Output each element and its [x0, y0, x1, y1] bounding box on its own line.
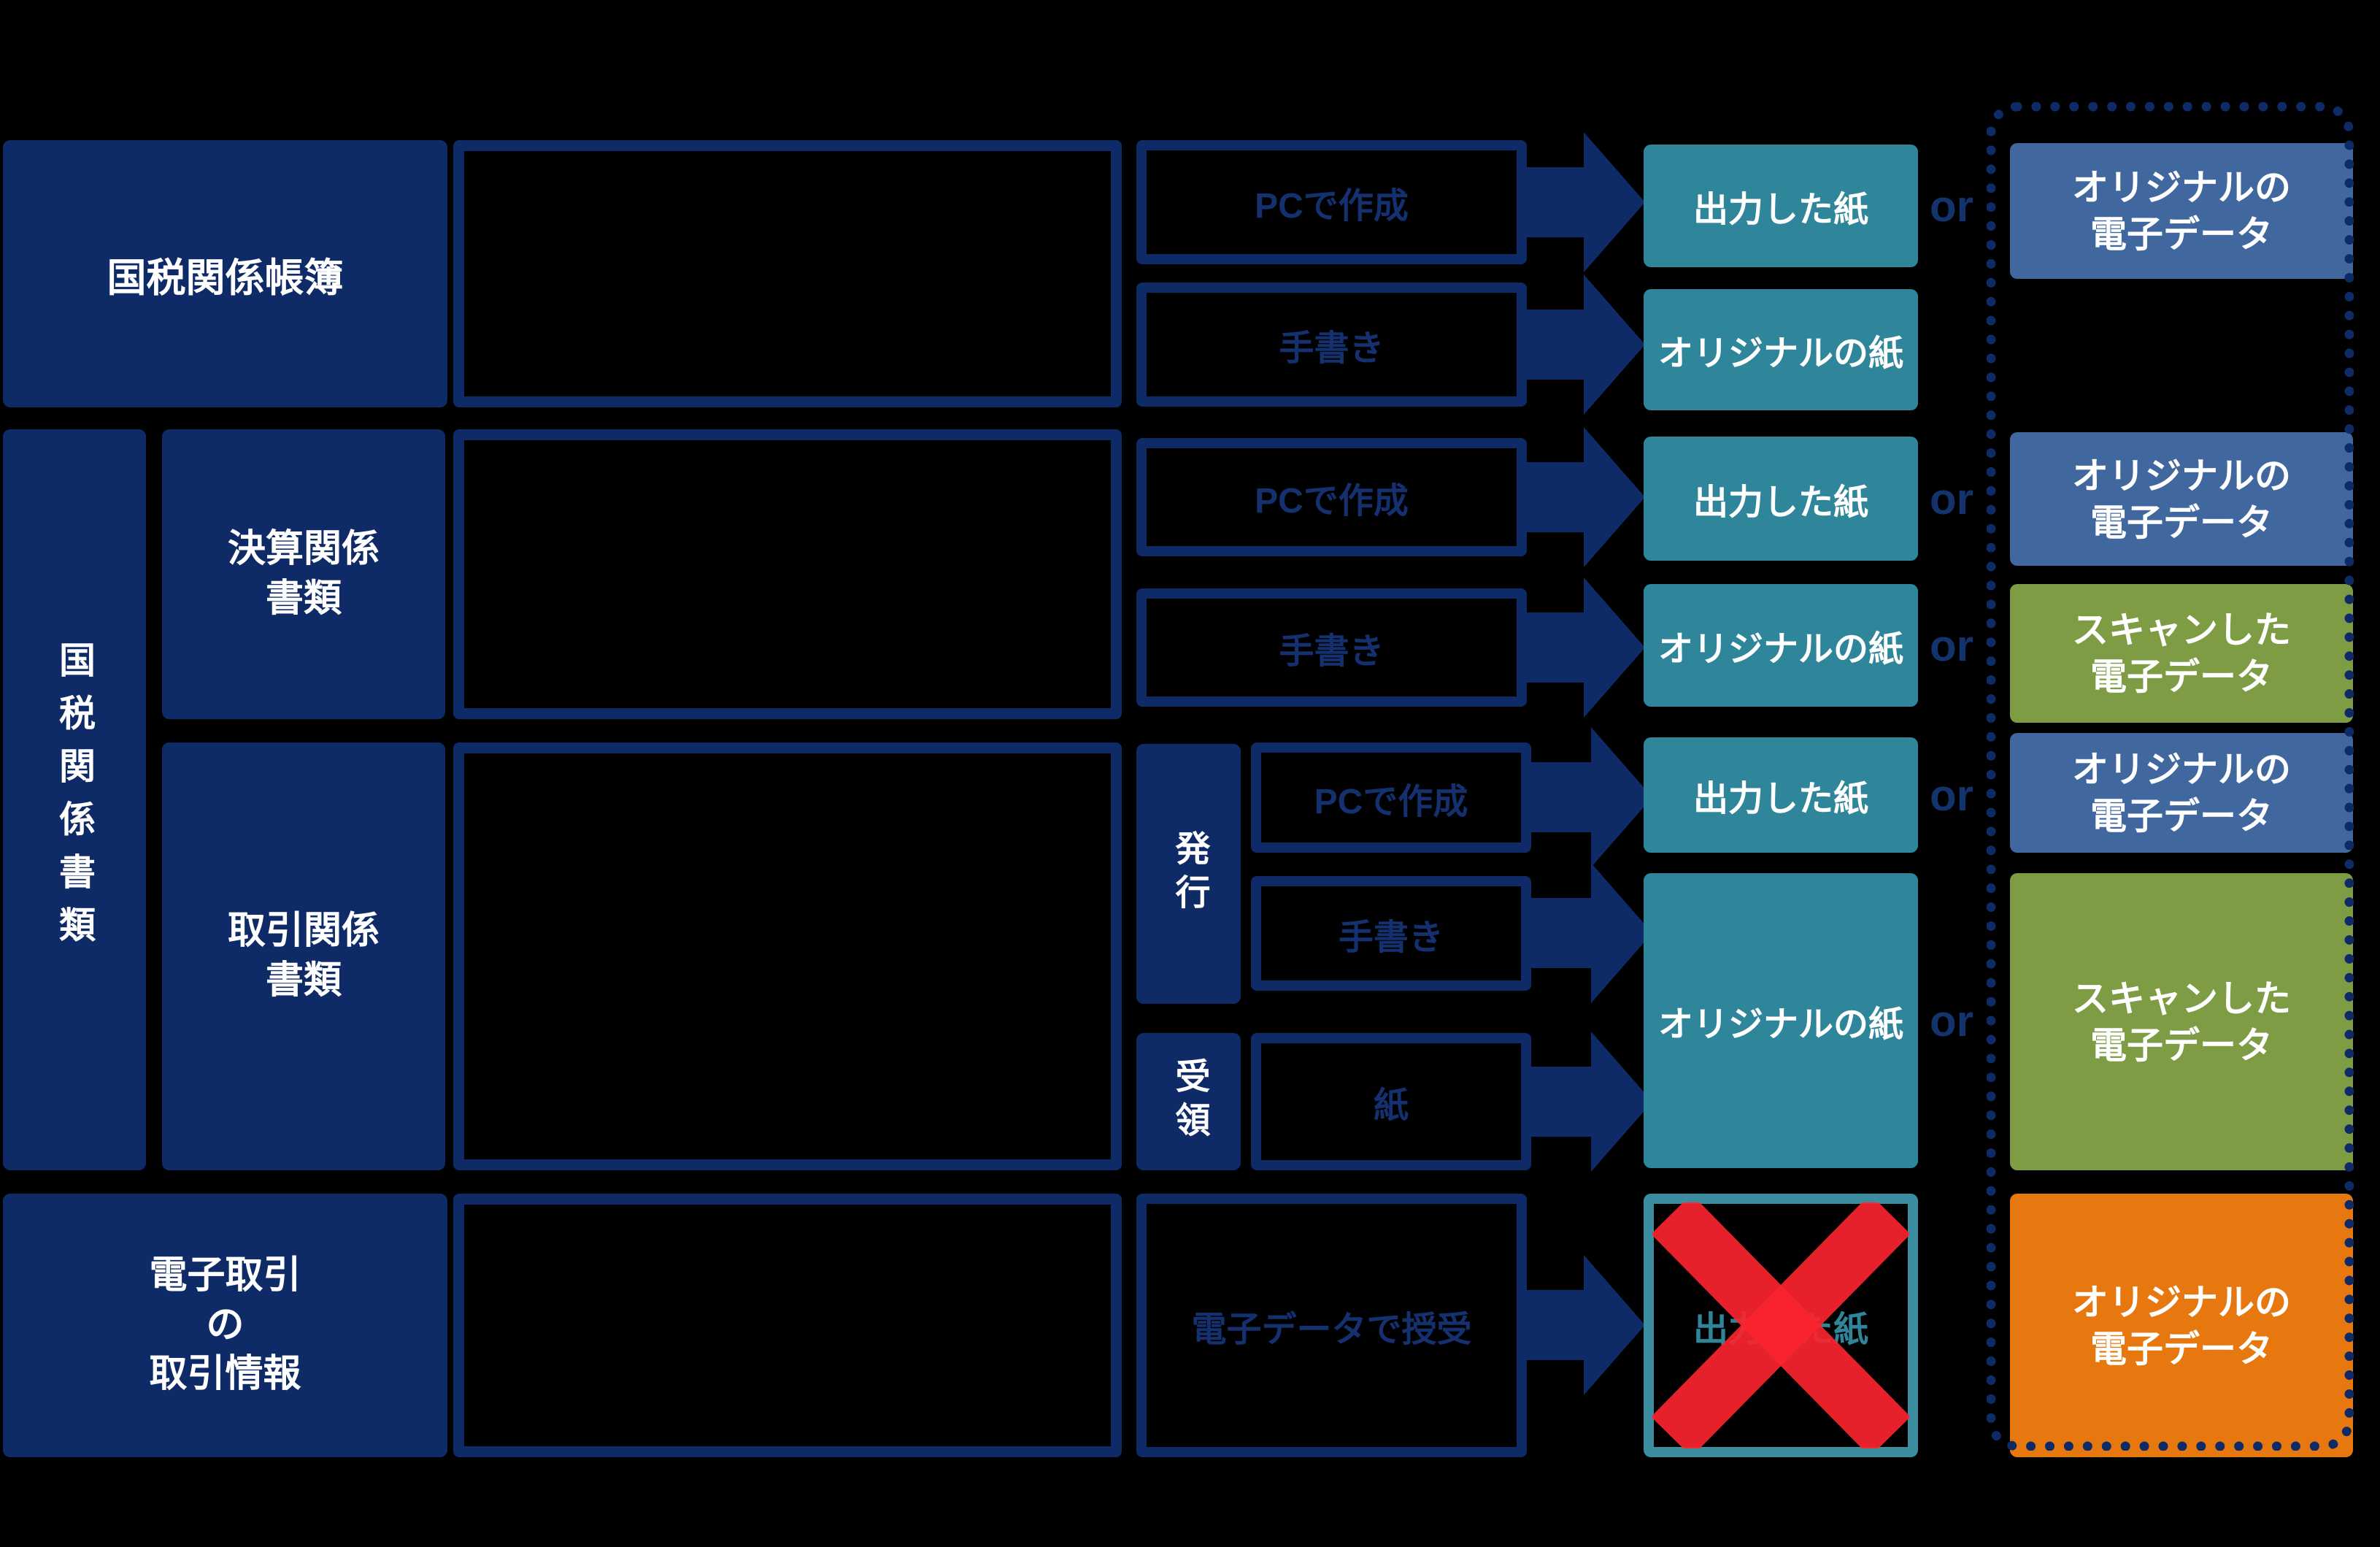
arrow-head — [1584, 275, 1645, 415]
storage-books-original-digital-label: オリジナルの 電子データ — [2072, 167, 2291, 255]
result-books-original-paper: オリジナルの紙 — [1644, 289, 1918, 410]
arrow-head — [1591, 863, 1652, 1003]
arrow-stem — [1524, 462, 1584, 532]
arrow-stem — [1531, 898, 1591, 968]
source-electronic-data-exchange: 電子データで授受 — [1136, 1194, 1527, 1457]
arrow-stem — [1524, 1290, 1584, 1360]
arrow-icon — [1524, 577, 1645, 718]
arrow-stem — [1524, 613, 1584, 683]
arrow-head — [1584, 577, 1645, 718]
result-settlement-original-paper: オリジナルの紙 — [1644, 584, 1918, 707]
or-text: or — [1930, 996, 1973, 1045]
arrow-head — [1584, 1255, 1645, 1395]
category-national-tax-books-label: 国税関係帳簿 — [107, 256, 344, 300]
or-text: or — [1930, 474, 1973, 523]
storage-electronic-original-digital-label: オリジナルの 電子データ — [2072, 1281, 2291, 1370]
arrow-stem — [1524, 310, 1584, 380]
source-settlement-handwritten-label: 手書き — [1279, 632, 1385, 671]
source-transaction-paper-label: 紙 — [1373, 1086, 1409, 1125]
result-transaction-original-paper-label: オリジナルの紙 — [1657, 1005, 1903, 1044]
category-settlement-documents: 決算関係 書類 — [162, 429, 445, 719]
storage-settlement-scanned-digital-label: スキャンした 電子データ — [2072, 610, 2291, 697]
result-electronic-printed-paper-prohibited: 出力した紙 — [1644, 1194, 1918, 1457]
storage-books-original-digital: オリジナルの 電子データ — [2010, 143, 2353, 279]
source-settlement-pc-created-label: PCで作成 — [1255, 482, 1409, 521]
result-books-printed-paper: 出力した紙 — [1644, 145, 1918, 267]
source-transaction-handwritten-label: 手書き — [1338, 918, 1444, 957]
category-electronic-transaction-info: 電子取引 の 取引情報 — [3, 1194, 447, 1457]
content-box-electronic — [453, 1194, 1122, 1457]
arrow-icon — [1524, 427, 1645, 567]
or-text: or — [1930, 181, 1973, 231]
storage-transaction-original-digital: オリジナルの 電子データ — [2010, 733, 2353, 853]
arrow-icon — [1531, 1032, 1652, 1172]
arrow-head — [1591, 727, 1652, 867]
or-label: or — [1918, 178, 1985, 234]
storage-settlement-original-digital-label: オリジナルの 電子データ — [2072, 455, 2291, 543]
result-transaction-printed-paper-label: 出力した紙 — [1692, 780, 1868, 818]
source-group-received-label: 受領 — [1169, 1058, 1209, 1145]
category-settlement-documents-label: 決算関係 書類 — [227, 527, 380, 620]
result-electronic-printed-paper-label: 出力した紙 — [1692, 1310, 1868, 1349]
result-transaction-printed-paper: 出力した紙 — [1644, 737, 1918, 853]
source-books-pc-created-label: PCで作成 — [1255, 187, 1409, 226]
or-label: or — [1918, 993, 1985, 1048]
arrow-head — [1591, 1032, 1652, 1172]
result-books-original-paper-label: オリジナルの紙 — [1657, 334, 1903, 373]
source-transaction-handwritten: 手書き — [1251, 876, 1531, 991]
result-books-printed-paper-label: 出力した紙 — [1692, 191, 1868, 229]
source-settlement-pc-created: PCで作成 — [1136, 438, 1527, 556]
arrow-icon — [1531, 727, 1652, 867]
arrow-stem — [1531, 1067, 1591, 1137]
source-settlement-handwritten: 手書き — [1136, 588, 1527, 707]
source-group-issued-label: 発行 — [1169, 830, 1209, 918]
storage-transaction-original-digital-label: オリジナルの 電子データ — [2072, 749, 2291, 837]
arrow-stem — [1524, 167, 1584, 237]
or-text: or — [1930, 621, 1973, 670]
source-transaction-pc-created-label: PCで作成 — [1314, 782, 1468, 821]
result-settlement-printed-paper: 出力した紙 — [1644, 437, 1918, 561]
content-box-books — [453, 140, 1122, 407]
result-transaction-original-paper: オリジナルの紙 — [1644, 873, 1918, 1168]
source-books-handwritten-label: 手書き — [1279, 329, 1385, 368]
arrow-icon — [1524, 132, 1645, 272]
source-group-received: 受領 — [1136, 1033, 1241, 1170]
or-label: or — [1918, 471, 1985, 526]
or-label: or — [1918, 767, 1985, 823]
source-books-handwritten: 手書き — [1136, 283, 1527, 407]
storage-transaction-scanned-digital: スキャンした 電子データ — [2010, 873, 2353, 1170]
or-label: or — [1918, 618, 1985, 673]
category-transaction-documents: 取引関係 書類 — [162, 742, 445, 1170]
source-electronic-data-exchange-label: 電子データで授受 — [1191, 1310, 1472, 1349]
arrow-head — [1584, 132, 1645, 272]
arrow-icon — [1524, 1255, 1645, 1395]
arrow-head — [1584, 427, 1645, 567]
source-books-pc-created: PCで作成 — [1136, 140, 1527, 264]
category-electronic-transaction-info-label: 電子取引 の 取引情報 — [149, 1254, 301, 1396]
content-box-transaction — [453, 742, 1122, 1170]
result-settlement-printed-paper-label: 出力した紙 — [1692, 483, 1868, 522]
storage-electronic-original-digital: オリジナルの 電子データ — [2010, 1194, 2353, 1457]
arrow-stem — [1531, 762, 1591, 832]
category-national-tax-documents: 国税関係書類 — [3, 429, 146, 1170]
source-group-issued: 発行 — [1136, 744, 1241, 1004]
or-text: or — [1930, 770, 1973, 820]
content-box-settlement — [453, 429, 1122, 719]
result-settlement-original-paper-label: オリジナルの紙 — [1657, 630, 1903, 669]
storage-settlement-scanned-digital: スキャンした 電子データ — [2010, 584, 2353, 723]
category-transaction-documents-label: 取引関係 書類 — [227, 910, 380, 1002]
category-national-tax-books: 国税関係帳簿 — [3, 140, 447, 407]
storage-transaction-scanned-digital-label: スキャンした 電子データ — [2072, 978, 2291, 1066]
source-transaction-paper: 紙 — [1251, 1033, 1531, 1170]
storage-settlement-original-digital: オリジナルの 電子データ — [2010, 432, 2353, 566]
category-national-tax-documents-label: 国税関係書類 — [54, 641, 95, 959]
source-transaction-pc-created: PCで作成 — [1251, 742, 1531, 853]
arrow-icon — [1531, 863, 1652, 1003]
arrow-icon — [1524, 275, 1645, 415]
storage-column-dotted-frame — [1987, 102, 2354, 1451]
